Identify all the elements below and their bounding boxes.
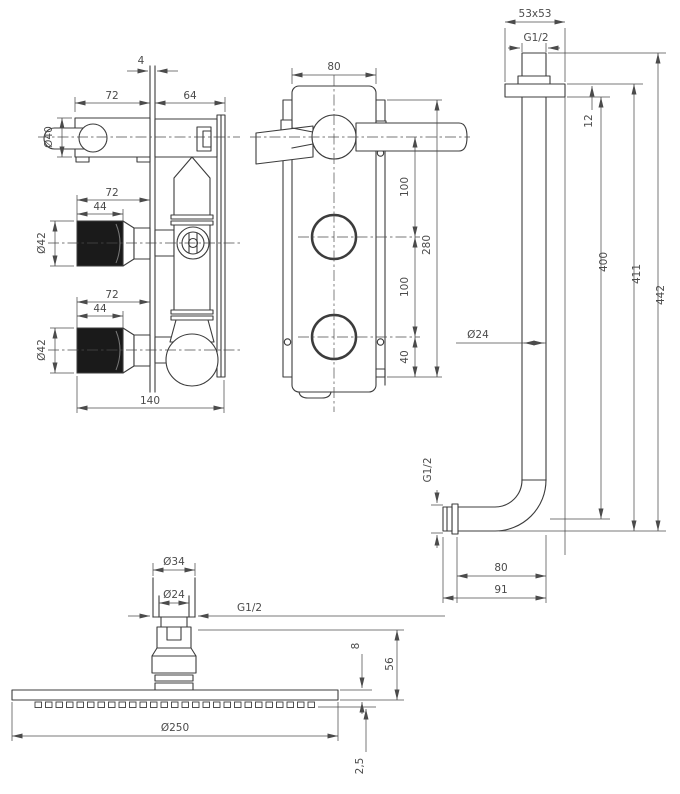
dim-face-thickness-label: 8	[350, 643, 362, 650]
view-mixer-front: 80 100 100 40 280	[250, 61, 470, 412]
dim-plate-thickness-head-label: 2,5	[354, 758, 366, 775]
body-seam-1a	[170, 214, 214, 220]
view-shower-arm: 53x53 G1/2 12 Ø24 400 411 442 G1/2 80	[422, 8, 667, 603]
valve-body-top	[173, 156, 211, 216]
nozzle-strip	[34, 701, 316, 709]
lever-cone-top	[291, 127, 314, 133]
dim-outlet-thread-label: G1/2	[422, 457, 434, 482]
dim-outlet-reach-total-label: 91	[494, 584, 507, 596]
dim-handle-diameter-label: Ø40	[43, 126, 55, 148]
dim-knob-low-depth-label: 72	[105, 289, 118, 301]
dim-drop-total-label: 442	[655, 285, 667, 305]
dim-drop-to-pipe-bottom-label: 411	[631, 264, 643, 284]
dim-spacing-upper-label: 100	[399, 177, 411, 197]
body-seam-2a	[170, 309, 214, 315]
dim-connector-height-label: 56	[384, 657, 396, 671]
cartridge-nut-inner	[202, 130, 212, 148]
inlet-collar	[517, 75, 551, 85]
housing-notch	[375, 368, 386, 386]
dim-connector-thread-label: G1/2	[237, 602, 262, 614]
dim-inlet-thread-label: G1/2	[523, 32, 548, 44]
joint-ring-1	[154, 674, 194, 682]
knob-mid-adapter	[122, 220, 135, 267]
handle-foot-left	[75, 156, 90, 163]
dim-head-diameter-label: Ø250	[161, 722, 189, 734]
dim-knob-mid-length-label: 44	[93, 201, 107, 213]
elbow-outer	[457, 479, 547, 532]
elbow-inner	[457, 479, 523, 508]
dim-handle-depth-label: 72	[105, 90, 118, 102]
dim-drop-to-axis-label: 400	[598, 252, 610, 272]
dim-knob-mid-diameter-label: Ø42	[36, 232, 48, 254]
knob-low	[76, 327, 124, 374]
connector-notch	[166, 626, 182, 641]
handle-foot-right	[136, 156, 151, 163]
lever-cone-bottom	[291, 143, 314, 149]
outlet-flange	[451, 503, 459, 535]
view-shower-head: Ø34 Ø24 G1/2 Ø250 56 8 2,5	[11, 556, 445, 775]
dim-flange-size-label: 53x53	[519, 8, 552, 20]
lever-left-arm	[255, 125, 314, 165]
dim-total-depth-label: 140	[140, 395, 160, 407]
handle-ball-joint	[78, 123, 108, 153]
dim-flange-thickness-label: 12	[583, 114, 595, 127]
connector-cone	[151, 647, 197, 657]
drain-tab	[298, 391, 332, 399]
dim-knob-low-length-label: 44	[93, 303, 107, 315]
dim-bottom-offset-label: 40	[399, 350, 411, 363]
dim-outlet-reach-label: 80	[494, 562, 507, 574]
dim-joint-diameter-label: Ø34	[163, 556, 185, 568]
dim-pipe-diameter-label: Ø24	[467, 329, 489, 341]
screw-hole-bottom-left	[283, 338, 292, 346]
inlet-nipple	[521, 52, 547, 77]
dim-spacing-lower-label: 100	[399, 277, 411, 297]
dim-plate-thickness-label: 4	[138, 55, 145, 67]
body-seam-2b	[170, 315, 214, 321]
knob-low-sheen	[115, 330, 121, 371]
head-disc	[11, 689, 339, 701]
knob-mid	[76, 220, 124, 267]
knob-low-adapter	[122, 327, 135, 374]
knob-mid-sheen	[115, 223, 121, 264]
dim-connector-diameter-label: Ø24	[163, 589, 185, 601]
ceiling-flange	[504, 83, 566, 98]
screw-hole-bottom-right	[376, 338, 385, 346]
dim-body-depth-label: 64	[183, 90, 197, 102]
valve-body-bottom-lobe	[165, 333, 219, 387]
knob-mid-base	[133, 227, 151, 260]
body-seam-1b	[170, 220, 214, 226]
joint-ring-2	[154, 682, 194, 691]
dim-plate-height-label: 280	[421, 235, 433, 255]
dim-plate-width-label: 80	[327, 61, 340, 73]
ball-joint-housing	[151, 655, 197, 674]
dim-knob-mid-depth-label: 72	[105, 187, 118, 199]
knob-low-base	[133, 334, 151, 367]
view-mixer-side: 4 72 64 Ø40 72 44 Ø42 72 44 Ø42 140	[36, 55, 240, 413]
dim-knob-low-diameter-label: Ø42	[36, 339, 48, 361]
